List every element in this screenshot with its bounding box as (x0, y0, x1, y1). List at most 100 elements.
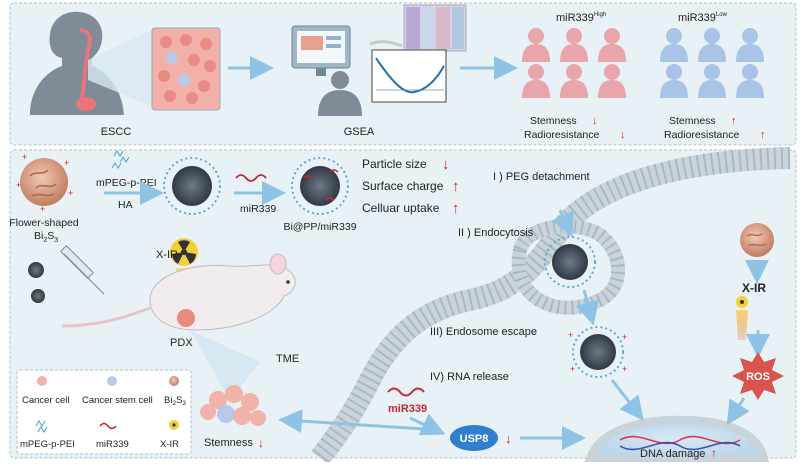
step-rna-release: IV) RNA release (430, 371, 509, 383)
person-icon (522, 80, 550, 98)
person-icon (666, 64, 682, 80)
person-icon (704, 28, 720, 44)
down-arrow-icon: ↓ (505, 431, 512, 446)
legend-bi2s3: Bi2S3 (164, 395, 186, 407)
person-icon (598, 44, 626, 62)
legend-cancer-stem-cell: Cancer stem cell (82, 395, 153, 406)
syringe-icon (60, 245, 105, 295)
tissue-zoom (151, 27, 221, 111)
up-arrow-icon: ↑ (760, 129, 766, 141)
step-endocytosis: II ) Endocytosis (458, 227, 534, 239)
person-icon (560, 44, 588, 62)
high-stemness: Stemness (530, 115, 577, 127)
low-group-title: miR339Low (678, 12, 728, 24)
tme-label: TME (276, 353, 299, 365)
high-group-title: miR339High (556, 12, 606, 24)
legend-bi2s3-sub2: 3 (182, 400, 186, 407)
person-icon (666, 28, 682, 44)
patient-silhouette (30, 11, 124, 116)
high-group-title-base: miR339 (556, 12, 594, 24)
up-arrow-icon: ↑ (452, 178, 460, 195)
usp8-label: USP8 (460, 433, 489, 445)
person-icon (528, 64, 544, 80)
cell-membrane (311, 147, 791, 465)
legend-bi2s3-base: Bi (164, 395, 172, 406)
ros-burst-icon (732, 352, 784, 400)
svg-text:+: + (570, 364, 575, 374)
high-group-title-sup: High (594, 12, 606, 18)
svg-text:+: + (22, 152, 27, 162)
person-icon (522, 44, 550, 62)
down-arrow-icon: ↓ (592, 115, 598, 127)
mouse-xir-label: X-IR (156, 249, 178, 261)
gsea-label: GSEA (344, 126, 375, 138)
product-nanoparticle (291, 157, 349, 215)
person-icon (698, 80, 726, 98)
arrow-to-dna (610, 379, 644, 421)
intermediate-nanoparticle (163, 157, 221, 215)
person-icon (742, 28, 758, 44)
usp8-protein (450, 425, 498, 451)
arrow-to-endocytosis (551, 209, 574, 238)
svg-text:+: + (40, 204, 45, 214)
bi2s3-icon (169, 376, 179, 386)
mouse-illustration (61, 253, 296, 331)
step-peg-detachment: I ) PEG detachment (493, 171, 590, 183)
legend-bi2s3-sub1: 2 (172, 400, 176, 407)
gsea-plot (371, 49, 447, 103)
radiation-icon (170, 238, 198, 266)
person-icon (736, 44, 764, 62)
high-radioresistance: Radioresistance (524, 129, 599, 141)
person-icon (528, 28, 544, 44)
polymer-icon (111, 149, 130, 170)
person-icon (660, 44, 688, 62)
person-icon (736, 80, 764, 98)
flower-label-line1: Flower-shaped (9, 217, 79, 229)
legend-cancer-cell: Cancer cell (22, 395, 70, 406)
person-icon (660, 80, 688, 98)
mirna-icon (99, 422, 117, 430)
flower-formula-sub1: 2 (43, 237, 47, 244)
flower-bi2s3: + + + + + (16, 152, 73, 214)
svg-text:+: + (568, 330, 573, 340)
low-group-people (660, 28, 764, 98)
researcher-icon (291, 25, 362, 116)
polymer-icon (35, 419, 48, 434)
flower-formula-base: Bi (34, 230, 43, 242)
right-xir-label: X-IR (742, 281, 766, 295)
down-arrow-icon: ↓ (258, 436, 264, 450)
legend-xir: X-IR (160, 439, 179, 450)
flower-formula-mid: S (47, 230, 54, 242)
arrow-gray (369, 40, 403, 48)
step-endosome-escape: III) Endosome escape (430, 326, 537, 338)
cancer-stem-cell-icon (107, 376, 117, 386)
escaping-nanoparticle: + + + + (568, 326, 627, 378)
tme-wedge (190, 330, 260, 400)
high-group-people (522, 28, 626, 98)
person-icon (598, 80, 626, 98)
cancer-cell-icon (37, 376, 47, 386)
released-mir339-label: miR339 (388, 403, 427, 415)
ros-label: ROS (746, 371, 770, 383)
arrow-to-escape (575, 289, 599, 326)
product-label: Bi@PP/miR339 (283, 221, 356, 233)
endosome-membrane (511, 219, 625, 315)
low-group-title-base: miR339 (678, 12, 716, 24)
property-particle-size: Particle size (362, 157, 427, 171)
person-icon (604, 64, 620, 80)
up-arrow-icon: ↑ (711, 446, 717, 460)
released-mirna-icon (387, 387, 425, 397)
dna-damage-label: DNA damage (640, 448, 705, 460)
person-icon (560, 80, 588, 98)
zoom-wedge (88, 28, 156, 108)
person-icon (742, 64, 758, 80)
flower-formula-sub2: 3 (54, 237, 58, 244)
person-icon (566, 64, 582, 80)
legend-bi2s3-mid: S (176, 395, 182, 406)
low-group-title-sup: Low (716, 12, 728, 18)
legend: Cancer cell Cancer stem cell Bi2S3 mPEG-… (16, 369, 192, 455)
escc-label: ESCC (101, 126, 132, 138)
svg-text:+: + (16, 180, 21, 190)
